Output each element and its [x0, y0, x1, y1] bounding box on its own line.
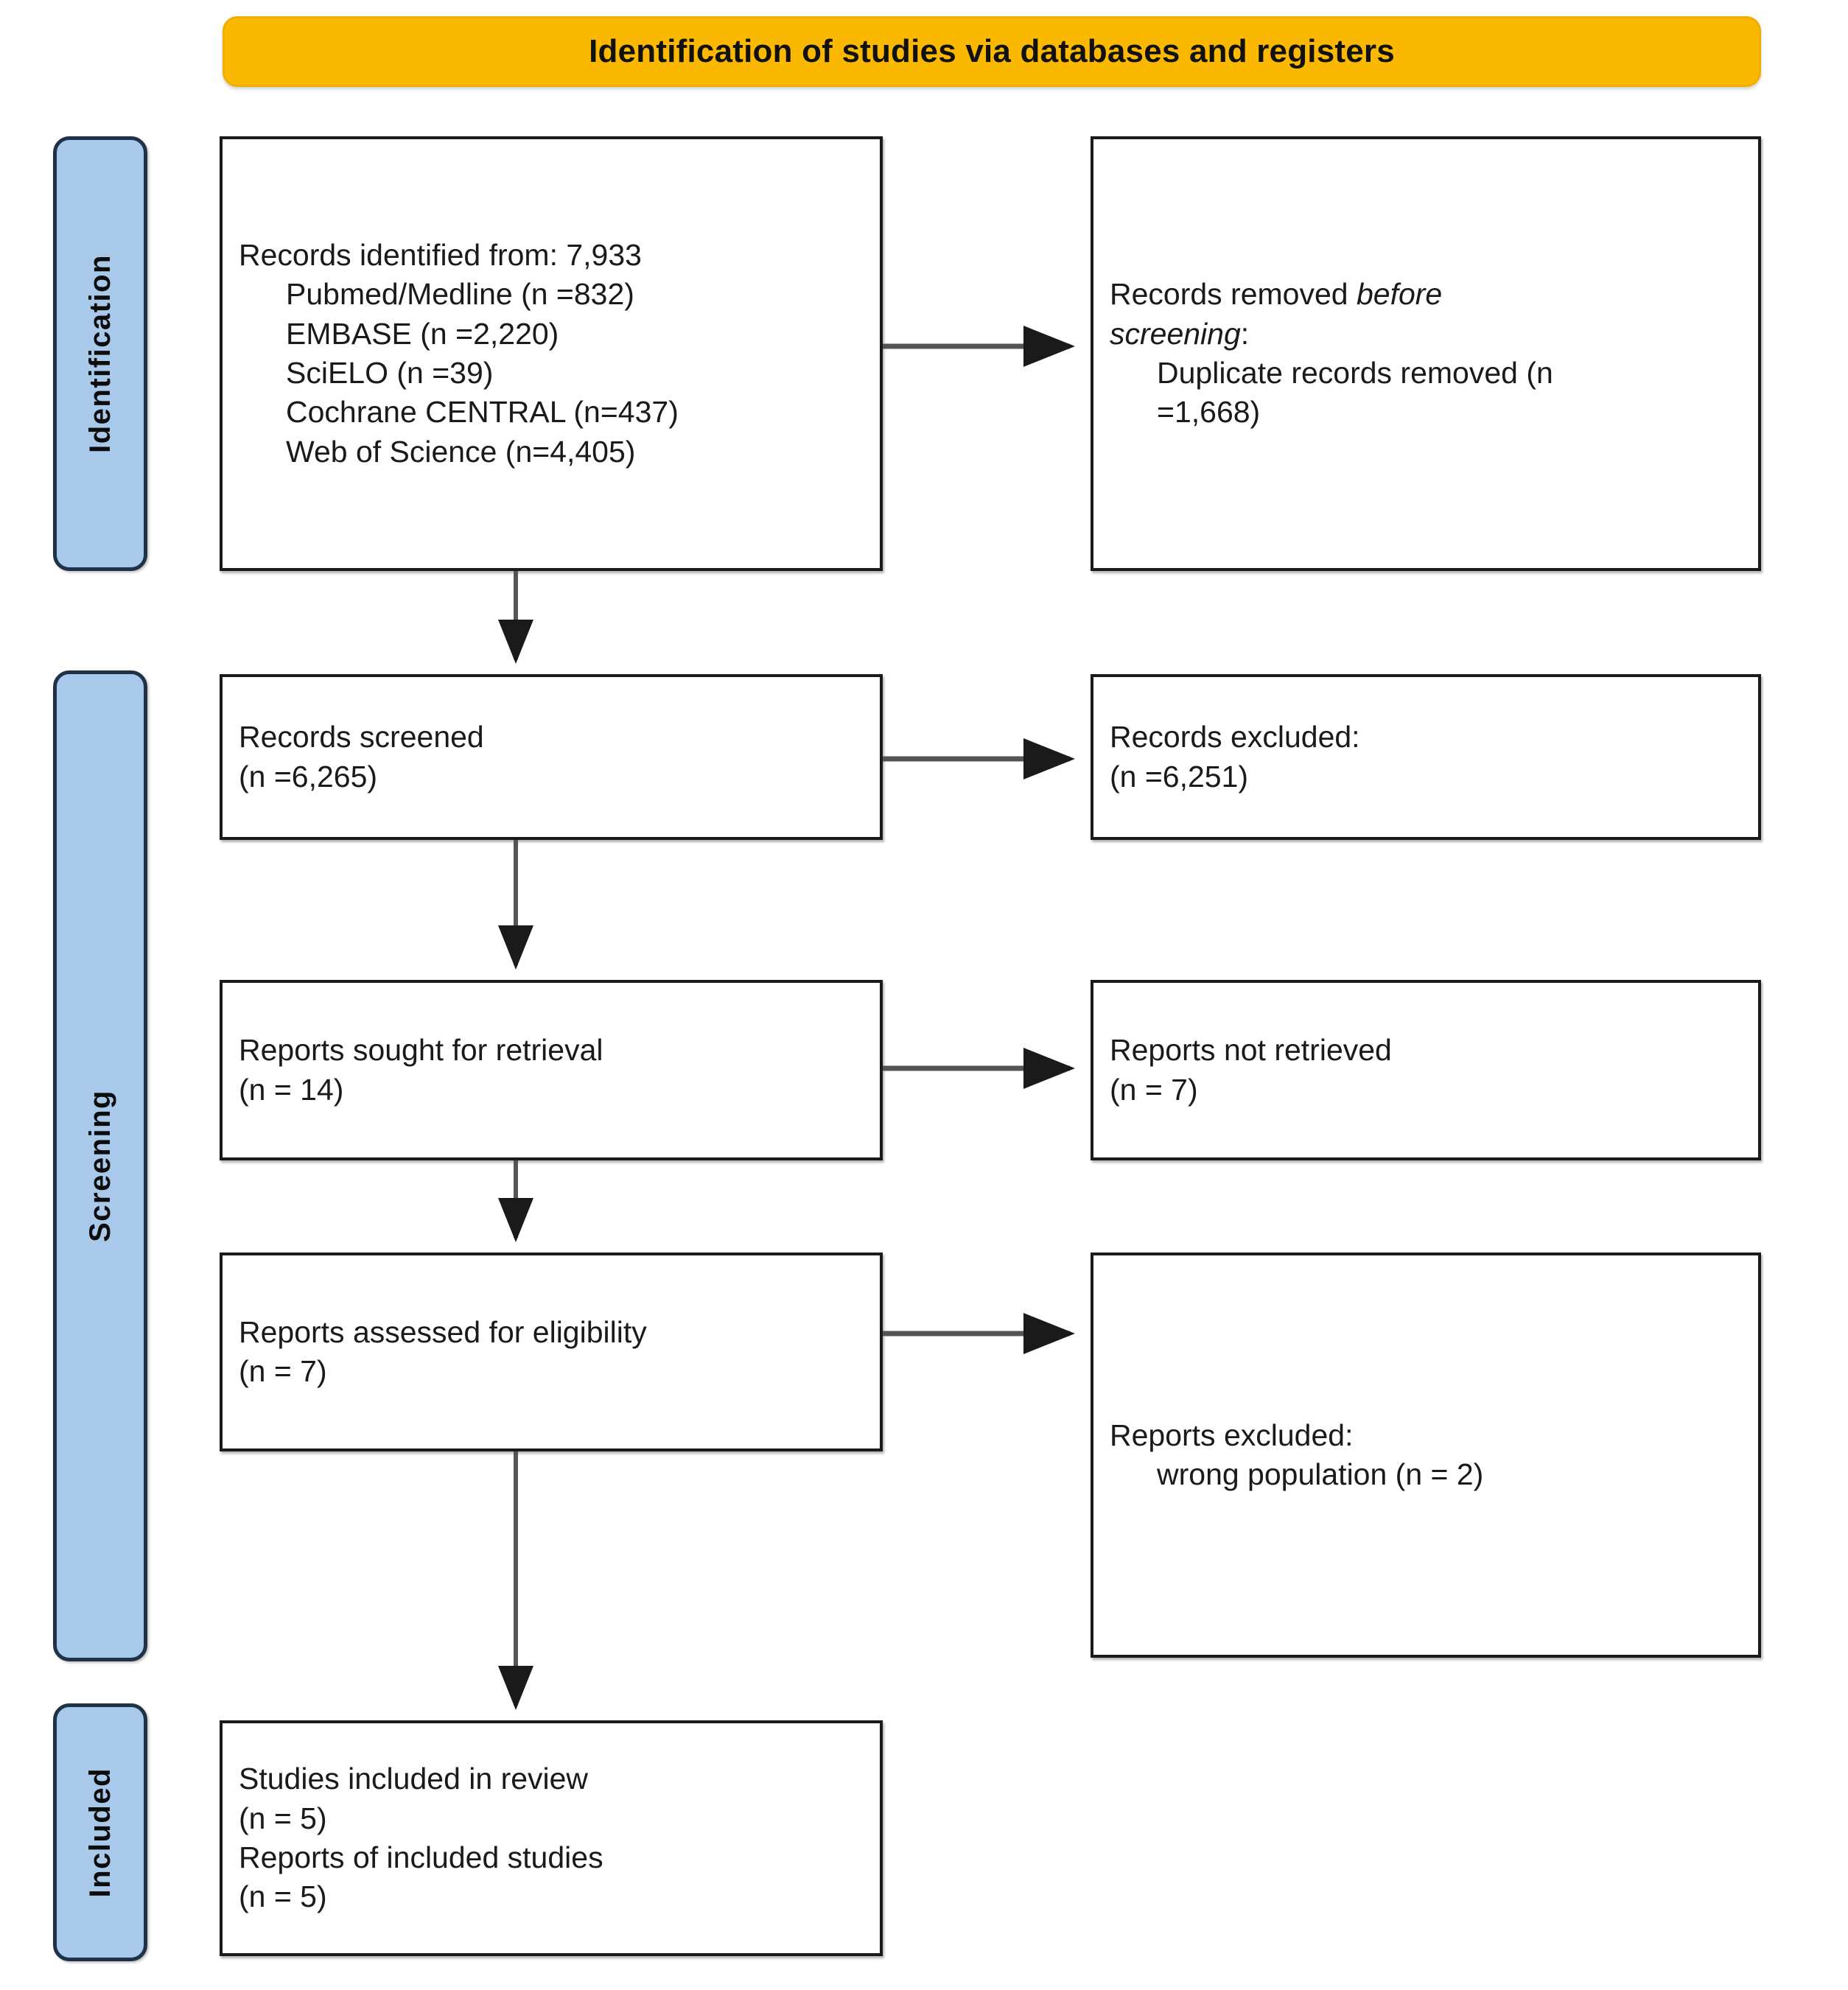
reports-excluded-reason-wrong-population: wrong population (n = 2) — [1157, 1457, 1484, 1491]
box-studies-included-in-review: Studies included in review (n = 5) Repor… — [220, 1720, 883, 1956]
reports-sought-label: Reports sought for retrieval — [239, 1033, 603, 1068]
stage-label-included: Included — [53, 1703, 147, 1961]
box-reports-excluded: Reports excluded: wrong population (n = … — [1091, 1252, 1761, 1658]
records-screened-count: (n =6,265) — [239, 759, 378, 793]
box-records-excluded: Records excluded: (n =6,251) — [1091, 674, 1761, 840]
records-removed-heading-line1: Records removed before — [1110, 275, 1742, 314]
source-cochrane-central: Cochrane CENTRAL (n=437) — [286, 395, 679, 430]
reports-assessed-count: (n = 7) — [239, 1354, 327, 1388]
source-scielo: SciELO (n =39) — [286, 356, 494, 390]
source-embase: EMBASE (n =2,220) — [286, 316, 559, 351]
stage-label-screening: Screening — [53, 670, 147, 1661]
records-removed-heading-line2: screening: — [1110, 315, 1742, 354]
duplicate-records-removed-line2: =1,668) — [1157, 395, 1261, 430]
banner-title: Identification of studies via databases … — [589, 33, 1395, 69]
reports-sought-count: (n = 14) — [239, 1072, 344, 1107]
source-web-of-science: Web of Science (n=4,405) — [286, 434, 636, 469]
duplicate-records-removed-line1: Duplicate records removed (n — [1157, 356, 1553, 390]
reports-assessed-label: Reports assessed for eligibility — [239, 1314, 647, 1349]
studies-included-count: (n = 5) — [239, 1801, 327, 1835]
reports-not-retrieved-count: (n = 7) — [1110, 1072, 1198, 1107]
records-removed-colon: : — [1240, 316, 1250, 351]
box-records-identified: Records identified from: 7,933 Pubmed/Me… — [220, 136, 883, 571]
records-screened-label: Records screened — [239, 720, 484, 754]
reports-of-included-studies-count: (n = 5) — [239, 1879, 327, 1914]
box-reports-sought-for-retrieval: Reports sought for retrieval (n = 14) — [220, 980, 883, 1160]
box-reports-assessed-for-eligibility: Reports assessed for eligibility (n = 7) — [220, 1252, 883, 1451]
records-excluded-count: (n =6,251) — [1110, 759, 1249, 793]
source-pubmed-medline: Pubmed/Medline (n =832) — [286, 277, 634, 312]
stage-label-identification: Identification — [53, 136, 147, 571]
records-removed-italic-screening: screening — [1110, 316, 1241, 351]
reports-not-retrieved-label: Reports not retrieved — [1110, 1033, 1392, 1068]
records-excluded-label: Records excluded: — [1110, 720, 1360, 754]
box-records-removed-before-screening: Records removed before screening: Duplic… — [1091, 136, 1761, 571]
records-removed-prefix: Records removed — [1110, 277, 1357, 312]
box-reports-not-retrieved: Reports not retrieved (n = 7) — [1091, 980, 1761, 1160]
diagram-header-banner: Identification of studies via databases … — [223, 16, 1761, 87]
studies-included-label: Studies included in review — [239, 1762, 589, 1796]
box-records-screened: Records screened (n =6,265) — [220, 674, 883, 840]
records-removed-italic-before: before — [1356, 277, 1443, 312]
reports-of-included-studies-label: Reports of included studies — [239, 1840, 603, 1874]
records-identified-total: Records identified from: 7,933 — [239, 238, 642, 273]
reports-excluded-label: Reports excluded: — [1110, 1418, 1354, 1452]
